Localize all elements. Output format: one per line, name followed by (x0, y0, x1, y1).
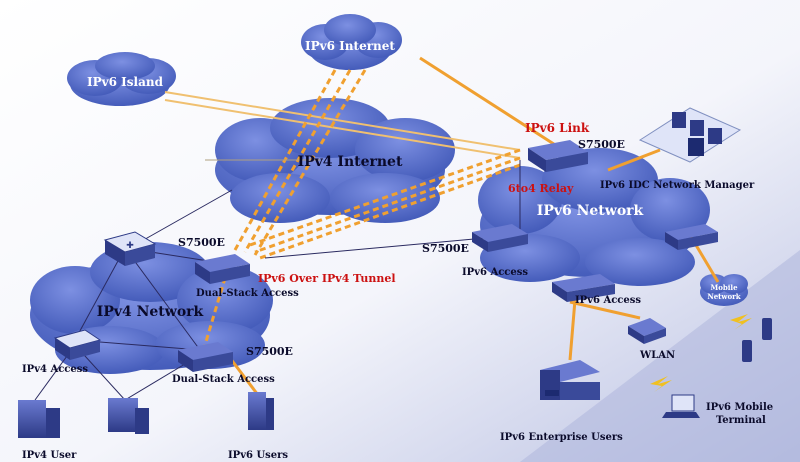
ipv6-island-tunnels (164, 91, 521, 159)
ipv6-users-label: IPv6 Users (228, 450, 288, 461)
s7500e-bottom-label: S7500E (246, 345, 293, 358)
s7500e-left-device (195, 254, 250, 284)
dual-stack-1-label: Dual-Stack Access (196, 288, 299, 299)
ipv4-user-label: IPv4 User (22, 450, 77, 461)
ipv6-users-server-icon (248, 392, 274, 430)
mobile-phone-icon (742, 318, 772, 362)
mobile-network-label-1: Mobile (710, 283, 738, 292)
wireless-ap-icon (628, 318, 666, 344)
s7500e-top-label: S7500E (578, 138, 625, 151)
s7500e-mid-device (472, 224, 528, 252)
ipv6-access-right-device (665, 224, 718, 250)
ipv4-internet-label: IPv4 Internet (298, 154, 403, 170)
ipv4-network-label: IPv4 Network (97, 304, 204, 320)
ipv6-island-cloud (67, 52, 176, 106)
lightning-icon (650, 314, 752, 392)
ipv4-access-label: IPv4 Access (22, 364, 88, 375)
s7500e-bottom-device (178, 342, 233, 372)
svg-text:✚: ✚ (126, 240, 134, 250)
mobile-terminal-label-1: IPv6 Mobile (706, 402, 773, 413)
ipv4-access-switch-icon (53, 329, 102, 360)
ipv4-user-building-icon (18, 400, 60, 438)
s7500e-top-device (528, 140, 588, 172)
idc-manager-label: IPv6 IDC Network Manager (600, 180, 755, 191)
ipv4-server-icon (108, 398, 149, 434)
idc-servers-icon (638, 107, 742, 163)
ipv6-internet-cloud (301, 14, 402, 70)
s7500e-left-label: S7500E (178, 236, 225, 249)
ipv6-access-2-label: IPv6 Access (575, 295, 641, 306)
relay-label: 6to4 Relay (508, 182, 574, 195)
mobile-network-cloud (700, 274, 748, 306)
mobile-terminal-label-2: Terminal (716, 415, 766, 426)
ipv6-island-label: IPv6 Island (87, 75, 164, 89)
tunnel-label: IPv6 Over IPv4 Tunnel (258, 272, 396, 285)
laptop-icon (662, 394, 700, 418)
ipv6-network-label: IPv6 Network (537, 203, 644, 219)
ipv6-internet-label: IPv6 Internet (305, 39, 395, 53)
dual-stack-2-label: Dual-Stack Access (172, 374, 275, 385)
enterprise-users-label: IPv6 Enterprise Users (500, 432, 623, 443)
ipv4-core-switch-icon: ✚ (103, 231, 157, 266)
mobile-network-label-2: Network (707, 292, 740, 301)
ipv6-access-1-label: IPv6 Access (462, 267, 528, 278)
ipv6-link-label: IPv6 Link (525, 121, 590, 135)
enterprise-server-rack-icon (540, 360, 600, 400)
ipv6-access-device (552, 274, 615, 302)
wlan-label: WLAN (639, 350, 675, 361)
s7500e-mid-label: S7500E (422, 242, 469, 255)
